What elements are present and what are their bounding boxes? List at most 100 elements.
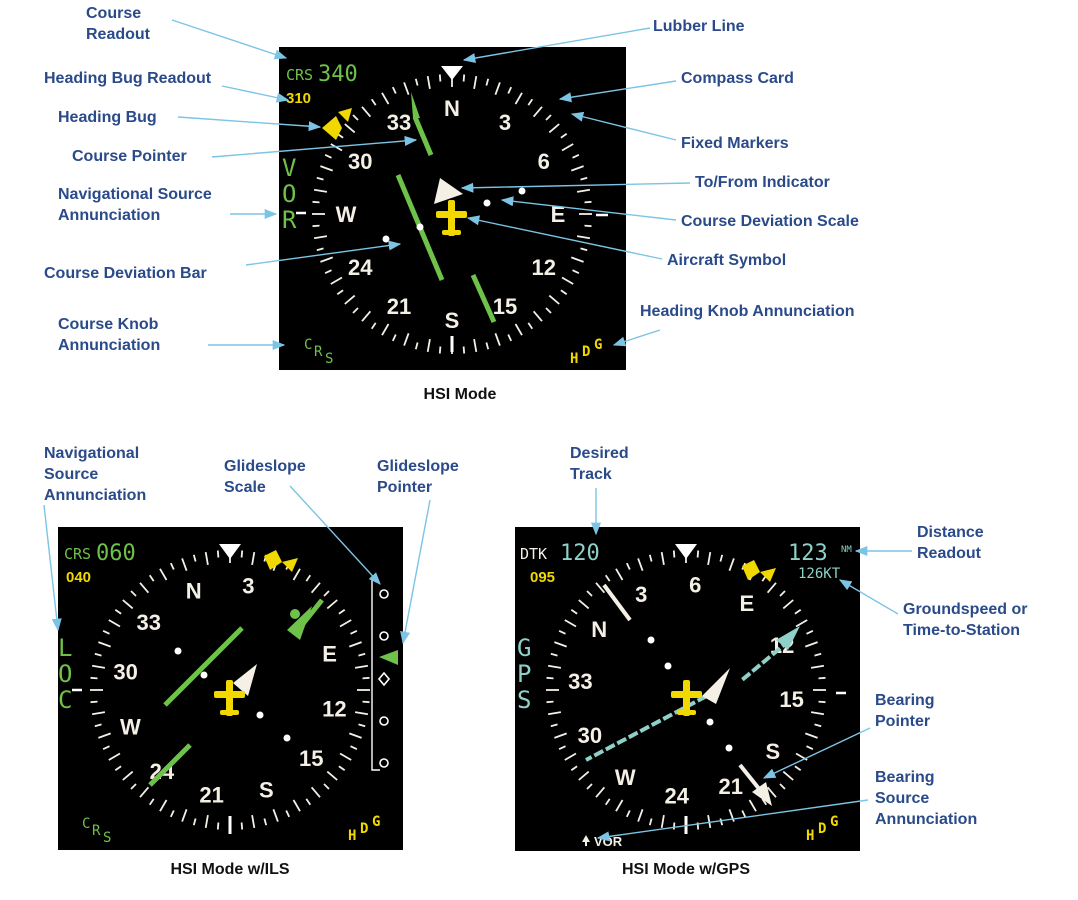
compass-label: 30 (113, 660, 137, 685)
compass-tick (159, 568, 168, 581)
compass-label: 3 (242, 574, 254, 599)
ils-panel: N3E1215S2124W3033 CRS 060 040 L O C (58, 527, 403, 878)
callout-desired-track-1: Desired (570, 445, 629, 462)
compass-tick (580, 247, 588, 252)
callout-aircraft-symbol: Aircraft Symbol (667, 252, 786, 269)
ils-deviation-dot (256, 711, 264, 719)
compass-tick (391, 86, 397, 94)
compass-tick (570, 608, 578, 615)
compass-tick (586, 590, 593, 597)
compass-label: 15 (493, 294, 517, 319)
hsi-course-pointer-head (411, 92, 420, 118)
compass-tick (546, 700, 554, 704)
compass-tick (707, 551, 712, 566)
compass-tick (560, 132, 568, 139)
callout-ils-nav-source-3: Annunciation (44, 487, 146, 504)
gps-lubber-line (675, 544, 697, 559)
compass-tick (728, 558, 735, 572)
hsi-course-prefix: CRS (286, 66, 313, 84)
gps-course-pointer-head (776, 626, 800, 650)
gps-bearing-pointer-head (752, 782, 772, 806)
compass-tick (320, 256, 334, 263)
leader-glideslope-pointer (400, 499, 431, 645)
compass-tick (426, 338, 431, 353)
gps-track-prefix: DTK (520, 545, 547, 563)
compass-tick (358, 723, 366, 728)
compass-tick (572, 153, 580, 159)
compass-tick (794, 608, 802, 615)
gps-compass-card: 36E1215S2124W3033N (568, 572, 804, 808)
compass-tick (305, 798, 312, 806)
callout-ils-nav-source-1: Navigational (44, 445, 139, 462)
ils-course-pointer (292, 598, 324, 637)
compass-tick (414, 342, 419, 350)
compass-tick (240, 550, 244, 558)
gps-bearing-pointer-tail (602, 583, 632, 622)
ils-heading-bug (264, 550, 298, 572)
compass-tick (804, 732, 818, 739)
compass-label: W (615, 765, 636, 790)
compass-tick (546, 676, 554, 680)
callout-distance-2: Readout (917, 545, 982, 562)
compass-tick (362, 676, 370, 680)
gps-deviation-dot (725, 744, 733, 752)
compass-tick (354, 664, 369, 669)
callout-desired-track-2: Track (570, 466, 612, 483)
compass-tick (272, 808, 279, 822)
gps-bearing-source-icon (582, 835, 590, 842)
compass-tick (102, 745, 110, 751)
compass-tick (344, 294, 356, 305)
compass-tick (391, 334, 397, 342)
hsi-deviation-dot (416, 223, 424, 231)
compass-tick (139, 582, 150, 594)
compass-label: S (765, 739, 780, 764)
compass-tick (240, 822, 244, 830)
compass-tick (779, 590, 786, 597)
compass-tick (285, 810, 291, 818)
compass-tick (108, 752, 121, 761)
compass-tick (558, 629, 566, 635)
compass-tick (804, 641, 818, 648)
compass-tick (216, 550, 220, 558)
compass-tick (576, 188, 591, 193)
compass-tick (561, 276, 574, 285)
leader-ils-nav-source (43, 504, 62, 632)
callout-glideslope-scale-1: Glideslope (224, 458, 306, 475)
callout-course-knob-1: Course Knob (58, 316, 159, 333)
leader-to-from (460, 182, 691, 193)
compass-tick (779, 783, 786, 790)
callout-heading-bug: Heading Bug (58, 109, 157, 126)
gps-nav-source-s: S (517, 686, 531, 714)
compass-label: 3 (499, 110, 511, 135)
ils-aircraft-symbol (214, 680, 245, 716)
leader-course-readout (171, 19, 288, 60)
callout-nav-source-2: Annunciation (58, 207, 160, 224)
compass-tick (338, 765, 346, 772)
callout-glideslope-scale-2: Scale (224, 479, 266, 496)
ils-heading-knob-h: H (348, 828, 356, 844)
compass-tick (292, 568, 301, 581)
compass-tick (352, 114, 359, 121)
compass-tick (637, 558, 644, 572)
callout-course-pointer: Course Pointer (72, 148, 187, 165)
compass-tick (648, 818, 653, 826)
compass-tick (169, 562, 175, 570)
leader-heading-bug (177, 116, 322, 132)
compass-tick (313, 188, 328, 193)
compass-tick (547, 664, 562, 669)
compass-tick (338, 608, 346, 615)
hsi-heading-bug-readout: 310 (286, 90, 311, 107)
compass-tick (719, 554, 724, 562)
hsi-course-pointer-tail (470, 273, 497, 324)
compass-tick (527, 322, 534, 330)
compass-label: 21 (387, 294, 411, 319)
compass-tick (576, 235, 591, 240)
ils-nav-source-l: L (58, 634, 72, 662)
compass-tick (672, 822, 676, 830)
compass-tick (672, 550, 676, 558)
compass-tick (94, 652, 102, 657)
gps-distance-unit: NM (841, 545, 852, 555)
compass-tick (310, 786, 321, 798)
callout-nav-source-1: Navigational Source (58, 186, 212, 203)
compass-tick (748, 799, 757, 812)
